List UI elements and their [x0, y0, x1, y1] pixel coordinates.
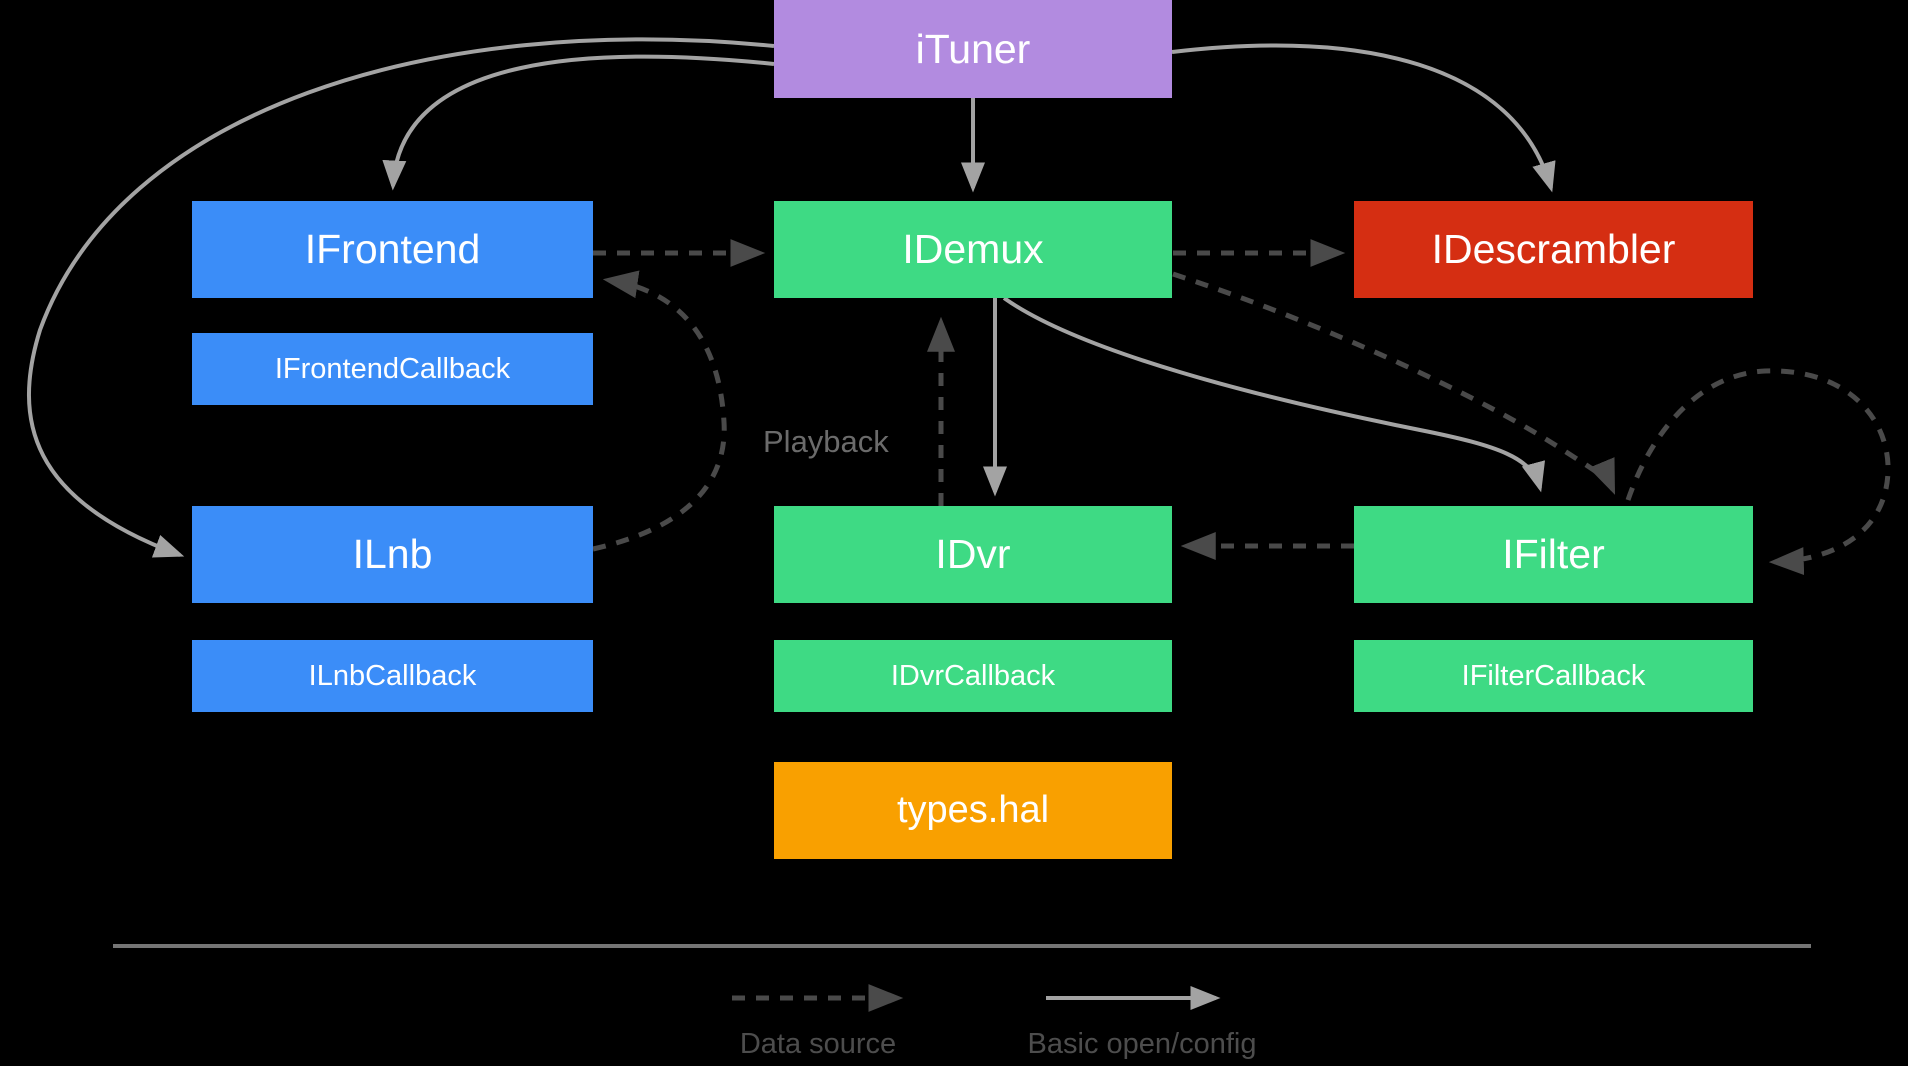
- node-ituner-label: iTuner: [915, 25, 1031, 72]
- node-idvr-callback: IDvrCallback: [774, 640, 1172, 712]
- node-idvr-callback-label: IDvrCallback: [890, 659, 1056, 692]
- legend-basic-open-config-label: Basic open/config: [1027, 1028, 1257, 1060]
- node-ifrontend-callback: IFrontendCallback: [192, 333, 593, 405]
- node-ifrontend: IFrontend: [192, 201, 593, 298]
- node-ifilter-callback: IFilterCallback: [1354, 640, 1753, 712]
- node-ilnb-label: ILnb: [352, 531, 433, 577]
- node-ifrontend-label: IFrontend: [304, 226, 481, 272]
- node-ifrontend-callback-label: IFrontendCallback: [274, 352, 511, 385]
- legend-data-source-label: Data source: [739, 1028, 897, 1060]
- arrow-ituner-to-ilnb: [27, 37, 775, 558]
- node-ilnb: ILnb: [192, 506, 593, 603]
- arrow-ifilter-self-loop: [1625, 368, 1891, 576]
- node-ifilter: IFilter: [1354, 506, 1753, 603]
- playback-edge-label: Playback: [763, 424, 889, 459]
- arrow-idemux-to-ifilter-dashed: [1172, 271, 1616, 495]
- node-idescrambler-label: IDescrambler: [1431, 226, 1676, 272]
- node-ilnb-callback-label: ILnbCallback: [308, 659, 477, 692]
- node-ilnb-callback: ILnbCallback: [192, 640, 593, 712]
- node-idemux-label: IDemux: [902, 226, 1044, 272]
- node-ifilter-label: IFilter: [1502, 531, 1605, 577]
- node-idvr: IDvr: [774, 506, 1172, 603]
- arrow-ilnb-to-ifrontend: [592, 270, 727, 552]
- arrow-ituner-to-ifrontend: [382, 54, 775, 191]
- node-ituner: iTuner: [774, 0, 1172, 98]
- node-idvr-label: IDvr: [935, 531, 1011, 577]
- node-idemux: IDemux: [774, 201, 1172, 298]
- arrow-idemux-to-ifilter-solid: [1002, 296, 1545, 493]
- node-types-hal: types.hal: [774, 762, 1172, 859]
- node-idescrambler: IDescrambler: [1354, 201, 1753, 298]
- arrow-ituner-to-idescrambler: [1171, 43, 1556, 193]
- node-ifilter-callback-label: IFilterCallback: [1461, 659, 1646, 692]
- node-types-hal-label: types.hal: [896, 789, 1050, 831]
